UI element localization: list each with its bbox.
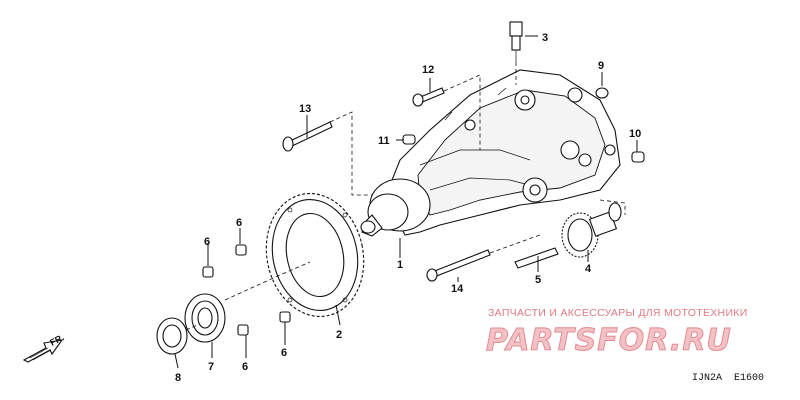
assembly-lines xyxy=(185,62,626,331)
callout-14: 14 xyxy=(451,283,464,295)
collar-10 xyxy=(631,151,645,163)
watermark-tagline: ЗАПЧАСТИ И АКСЕССУАРЫ ДЛЯ МОТОТЕХНИКИ xyxy=(488,307,748,319)
callout-4: 4 xyxy=(585,263,592,275)
seal-8 xyxy=(156,317,188,355)
ring-gear xyxy=(265,192,365,318)
callout-6c: 6 xyxy=(242,361,248,373)
dowel-11 xyxy=(402,134,416,145)
callout-12: 12 xyxy=(422,64,434,76)
callout-1: 1 xyxy=(397,259,403,271)
callout-11: 11 xyxy=(378,135,390,147)
callout-10: 10 xyxy=(629,128,641,140)
bolt-14 xyxy=(426,249,491,282)
watermark-brand: PARTSFOR.RU xyxy=(486,323,732,358)
sensor-3 xyxy=(509,21,523,62)
callout-2: 2 xyxy=(336,329,342,341)
bolt-12 xyxy=(412,87,445,107)
leader-lines xyxy=(174,35,638,369)
dowel-pin xyxy=(514,247,559,269)
pinion-gear xyxy=(561,202,622,258)
bolt-13 xyxy=(282,121,333,152)
callout-7: 7 xyxy=(208,361,214,373)
callout-3: 3 xyxy=(542,32,548,44)
fr-label: FR. xyxy=(48,332,65,348)
diagram-code: IJN2A E1600 xyxy=(692,373,764,384)
callout-8: 8 xyxy=(175,372,181,384)
oring-9 xyxy=(595,87,609,99)
callout-6a: 6 xyxy=(236,217,242,229)
callouts: 1 2 3 4 5 6 6 6 6 7 8 9 10 11 12 13 14 xyxy=(175,32,641,384)
callout-6b: 6 xyxy=(204,236,210,248)
callout-5: 5 xyxy=(535,274,541,286)
final-drive-housing xyxy=(360,69,621,237)
callout-6d: 6 xyxy=(281,347,287,359)
callout-13: 13 xyxy=(299,103,311,115)
bearing-7 xyxy=(184,293,226,343)
bolts-6 xyxy=(202,244,291,336)
watermark: ЗАПЧАСТИ И АКСЕССУАРЫ ДЛЯ МОТОТЕХНИКИ PA… xyxy=(486,307,748,359)
front-direction-arrow: FR. xyxy=(22,332,66,363)
callout-9: 9 xyxy=(598,60,604,72)
